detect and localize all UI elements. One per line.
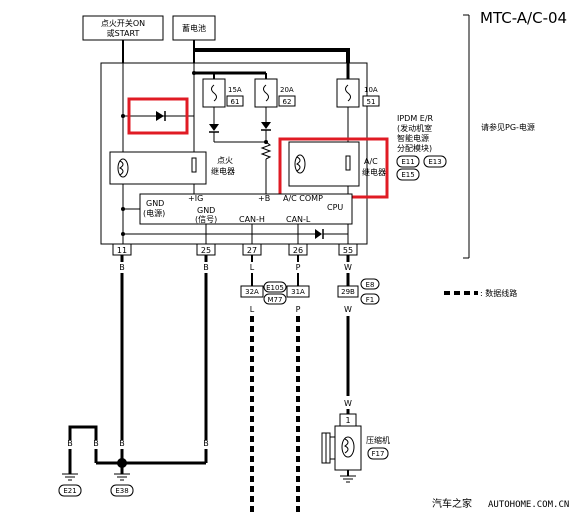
wire-color-b4: B: [93, 439, 99, 448]
pin-can-h: CAN-H: [239, 215, 265, 224]
diode-symbol: [156, 111, 164, 121]
ipdm-ref-e15: E15: [401, 171, 414, 179]
watermark-cn: 汽车之家: [432, 497, 472, 510]
terminal-11: 11: [112, 243, 132, 256]
wire-color-b3: B: [67, 439, 73, 448]
data-line-legend-label: : 数据线路: [480, 288, 517, 298]
pin-can-l: CAN-L: [286, 215, 311, 224]
joint-ref-e8: E8: [366, 281, 375, 289]
ipdm-line4: 分配模块): [397, 143, 432, 153]
pin-gnd-power-l2: (电源): [143, 208, 165, 218]
joint-ref-e105: E105: [266, 284, 284, 292]
ac-relay-label1: A/C: [364, 157, 378, 166]
ignition-label-line2: 或START: [107, 28, 140, 38]
pin-b: +B: [258, 194, 270, 203]
pin-ig: +IG: [188, 194, 203, 203]
wire-color-b2: B: [203, 263, 209, 272]
ipdm-line3: 智能电源: [397, 133, 429, 143]
ground-splice: [117, 458, 127, 468]
ac-relay-label2: 继电器: [362, 167, 386, 177]
wire-color-w2: W: [344, 305, 352, 314]
svg-text:55: 55: [343, 246, 353, 255]
svg-text:25: 25: [201, 246, 211, 255]
wire-color-b5: B: [119, 439, 125, 448]
wire-color-l1: L: [250, 263, 255, 272]
wire-color-b1: B: [119, 263, 125, 272]
terminal-25: 25: [196, 243, 216, 256]
diode-ig-symbol: [209, 124, 219, 131]
diode-highlight: [127, 97, 189, 135]
resistor: [260, 141, 272, 160]
terminal-26: 26: [288, 243, 308, 256]
ipdm-ref-e13: E13: [428, 158, 441, 166]
fuse-20a-number: 62: [283, 98, 292, 106]
compressor-pin: 1: [345, 416, 350, 425]
wire-color-p1: P: [296, 263, 301, 272]
watermark-url: AUTOHOME.COM.CN: [488, 500, 569, 510]
wire-color-b6: B: [203, 439, 209, 448]
joint-ref-m77: M77: [268, 296, 283, 304]
svg-text:11: 11: [117, 246, 127, 255]
compressor-label: 压缩机: [366, 435, 390, 445]
joint-ref-f1: F1: [366, 296, 374, 304]
svg-text:26: 26: [293, 246, 303, 255]
see-power-note: 请参见PG-电源: [481, 122, 535, 132]
fuse-20a-rating: 20A: [280, 86, 294, 94]
ignition-label-line1: 点火开关ON: [101, 18, 145, 28]
pin-gnd-signal-l2: (信号): [195, 214, 217, 224]
fuse-10a-number: 51: [367, 98, 376, 106]
battery-source-box: [172, 15, 216, 41]
battery-label: 蓄电池: [182, 23, 206, 33]
wire-color-w1: W: [344, 263, 352, 272]
joint-29b-label: 29B: [341, 288, 355, 296]
cpu-box: [139, 193, 353, 225]
wire-color-w3: W: [344, 399, 352, 408]
joint-29b: [337, 285, 359, 298]
terminal-27: 27: [242, 243, 262, 256]
joint-32a: [240, 285, 264, 298]
cpu-label: CPU: [327, 203, 343, 212]
diagram-code: MTC-A/C-04: [480, 9, 567, 27]
ground-ref-e21: E21: [63, 487, 76, 495]
fuse-15a-number: 61: [231, 98, 240, 106]
svg-text:27: 27: [247, 246, 257, 255]
wire-color-p2: P: [296, 305, 301, 314]
fuse-15a-rating: 15A: [228, 86, 242, 94]
joint-31a: [286, 285, 310, 298]
joint-31a-label: 31A: [291, 288, 305, 296]
ipdm-line1: IPDM E/R: [397, 114, 434, 123]
diode-cpu-symbol: [315, 229, 322, 239]
ignition-relay-label1: 点火: [217, 156, 233, 165]
ipdm-line2: (发动机室: [397, 123, 432, 133]
pin-gnd-power-l1: GND: [146, 199, 164, 208]
diode-b-symbol: [261, 122, 271, 129]
ignition-source-box: [82, 15, 164, 41]
terminal-55: 55: [338, 243, 358, 256]
ignition-relay: [109, 151, 207, 185]
compressor-ref: F17: [372, 450, 385, 458]
ignition-relay-label2: 继电器: [211, 166, 235, 176]
joint-32a-label: 32A: [245, 288, 259, 296]
pin-gnd-signal-l1: GND: [197, 206, 215, 215]
wire-color-l2: L: [250, 305, 255, 314]
ground-ref-e38: E38: [115, 487, 128, 495]
fuse-10a-rating: 10A: [364, 86, 378, 94]
pin-ac-comp: A/C COMP: [283, 194, 323, 203]
ipdm-ref-e11: E11: [401, 158, 414, 166]
